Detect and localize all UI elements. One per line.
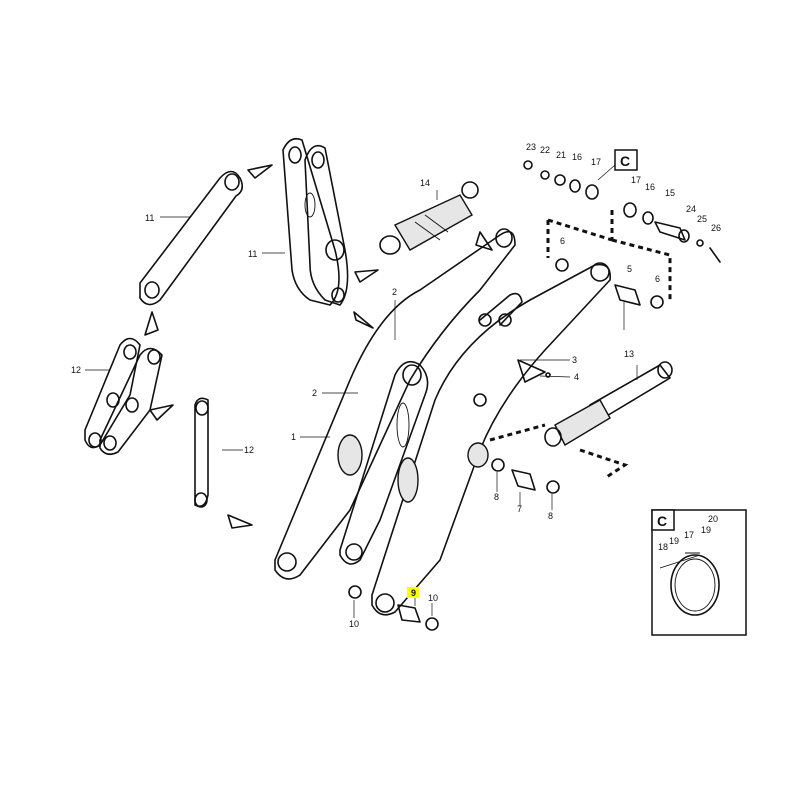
callout-c7: 7 [517,504,522,514]
callout-c6b: 6 [655,274,660,284]
callout-c10b: 10 [428,593,438,603]
detail-ref-box-main [597,149,638,181]
highlight-part-9 [407,587,419,598]
callout-c25: 25 [697,214,707,224]
callout-c12a: 12 [71,365,81,375]
callout-c22: 22 [540,145,550,155]
callout-c19a: 19 [669,536,679,546]
callout-c16a: 16 [572,152,582,162]
callout-c20: 20 [708,514,718,524]
callout-c11a: 11 [145,213,154,223]
assembly-arrows [144,164,493,529]
callout-c13: 13 [624,349,634,359]
hydraulic-cylinder-13 [544,361,673,447]
small-items-3-4 [517,359,551,383]
callout-c3: 3 [572,355,577,365]
link-bar-11 [139,170,244,306]
callout-c10a: 10 [349,619,359,629]
bracket-plates-11 [282,137,349,306]
dashed-alignment-lines [489,210,672,480]
callout-c9: 9 [411,588,416,598]
link-bar-12 [194,397,209,508]
callout-c5: 5 [627,264,632,274]
hydraulic-cylinder-14 [379,181,479,255]
pin-set-upper-right [523,160,721,309]
callout-c11b: 11 [248,249,257,259]
callout-c15: 15 [665,188,675,198]
callout-c18: 18 [658,542,668,552]
callout-c19b: 19 [701,525,711,535]
bracket-plates-12 [84,337,163,456]
callout-c6a: 6 [560,236,565,246]
callout-c16b: 16 [645,182,655,192]
center-link-arm [337,360,429,565]
callout-c26: 26 [711,223,721,233]
boom-arm-1 [274,228,516,580]
detail-ref-letter-main: C [620,153,630,169]
callout-c21: 21 [556,150,566,160]
pin-set-bottom [348,585,439,631]
callout-c17c: 17 [684,530,694,540]
callout-c8a: 8 [494,492,499,502]
callout-c4: 4 [574,372,579,382]
callout-c2b: 2 [312,388,317,398]
callout-c17a: 17 [591,157,601,167]
callout-c23: 23 [526,142,536,152]
detail-ref-letter-inset: C [657,513,667,529]
callout-c1: 1 [291,432,296,442]
callout-c2a: 2 [392,287,397,297]
callout-c12b: 12 [244,445,254,455]
inset-detail-c [651,509,747,636]
pin-set-lower-right [491,458,560,494]
callout-c14: 14 [420,178,430,188]
callout-c8b: 8 [548,511,553,521]
callout-c17b: 17 [631,175,641,185]
callout-labels: 11 11 12 12 1 2 2 3 4 5 6 6 7 8 8 9 10 1… [71,142,721,629]
boom-arm-2 [371,262,612,616]
leader-lines [85,190,638,618]
callout-c24: 24 [686,204,696,214]
